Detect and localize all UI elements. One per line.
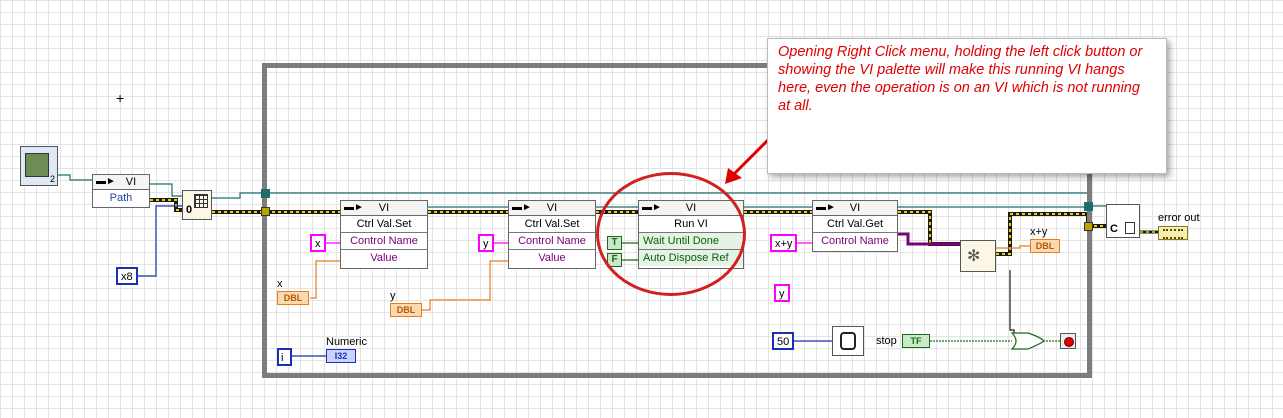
- close-ref-glyph-icon: C: [1110, 223, 1118, 235]
- invoke-arrow-icon: ▬►: [344, 202, 364, 213]
- xy-indicator-label: x+y: [1030, 226, 1048, 238]
- highlight-ellipse: [596, 172, 746, 296]
- index-const-label: 0: [186, 204, 193, 216]
- open-ref-function-icon[interactable]: 0: [182, 190, 212, 220]
- grid-icon: [194, 194, 208, 208]
- control-name-xy-constant[interactable]: x+y: [770, 234, 798, 252]
- iteration-terminal: i: [277, 348, 292, 366]
- ctrl-val-set-x-method: Ctrl Val.Set: [341, 216, 427, 233]
- invoke-arrow-icon: ▬►: [512, 202, 532, 213]
- open-vi-reference-header: ▬►VI: [93, 175, 149, 190]
- variant-to-data-icon[interactable]: ✻: [960, 240, 996, 272]
- y-dbl-terminal[interactable]: DBL: [390, 303, 422, 317]
- crosshair-cursor-icon: +: [116, 90, 125, 106]
- ctrl-val-get-node[interactable]: ▬►VI Ctrl Val.Get Control Name: [812, 200, 898, 252]
- control-name-x-constant[interactable]: x: [310, 234, 326, 252]
- vi-path-constant[interactable]: 2: [20, 146, 58, 186]
- error-out-indicator[interactable]: [1158, 226, 1188, 240]
- ctrl-val-get-method: Ctrl Val.Get: [813, 216, 897, 233]
- invoke-arrow-icon: ▬►: [816, 202, 836, 213]
- stop-button-terminal[interactable]: TF: [902, 334, 930, 348]
- ctrl-val-set-y-value: Value: [538, 252, 566, 264]
- loop-ref-tunnel-right: [1084, 202, 1093, 211]
- annotation-callout: Opening Right Click menu, holding the le…: [767, 38, 1167, 174]
- ctrl-val-set-x-header: ▬►VI: [341, 201, 427, 216]
- xy-dbl-indicator[interactable]: DBL: [1030, 239, 1060, 253]
- stopwatch-icon: [840, 332, 856, 350]
- stop-if-true-icon: [1064, 337, 1074, 347]
- open-vi-reference-node[interactable]: ▬►VI Path: [92, 174, 150, 208]
- wait-ms-constant[interactable]: 50: [772, 332, 795, 350]
- ctrl-val-set-y-node[interactable]: ▬►VI Ctrl Val.Set Control Name Value: [508, 200, 596, 269]
- y-control-label: y: [390, 290, 396, 302]
- stray-y-constant[interactable]: y: [774, 284, 790, 302]
- numeric-label: Numeric: [326, 336, 367, 348]
- document-icon: [1125, 222, 1135, 234]
- control-name-y-constant[interactable]: y: [478, 234, 494, 252]
- loop-error-tunnel-left: [261, 207, 270, 216]
- ctrl-val-set-y-control-name: Control Name: [509, 233, 595, 250]
- ctrl-val-set-x-value: Value: [370, 252, 398, 264]
- loop-condition-terminal[interactable]: [1060, 333, 1076, 349]
- error-cluster-icon: [1163, 229, 1183, 239]
- x-control-label: x: [277, 278, 283, 290]
- ctrl-val-set-y-header: ▬►VI: [509, 201, 595, 216]
- while-loop-structure: [262, 63, 1092, 378]
- option-constant[interactable]: x8: [116, 267, 138, 285]
- numeric-i32-indicator[interactable]: I32: [326, 349, 356, 363]
- ctrl-val-set-x-control-name: Control Name: [341, 233, 427, 250]
- x-dbl-terminal[interactable]: DBL: [277, 291, 309, 305]
- loop-ref-tunnel-left: [261, 189, 270, 198]
- vi-icon: [25, 153, 49, 177]
- annotation-text: Opening Right Click menu, holding the le…: [778, 44, 1143, 114]
- property-arrow-icon: ▬►: [96, 176, 116, 187]
- ctrl-val-get-header: ▬►VI: [813, 201, 897, 216]
- vi-path-count: 2: [49, 174, 55, 184]
- stop-label: stop: [876, 335, 897, 347]
- conversion-icon: ✻: [967, 248, 981, 265]
- ctrl-val-get-control-name: Control Name: [821, 235, 889, 247]
- error-out-label: error out: [1158, 212, 1200, 224]
- close-reference-function[interactable]: C: [1106, 204, 1140, 238]
- wait-ms-function[interactable]: [832, 326, 864, 356]
- ctrl-val-set-x-node[interactable]: ▬►VI Ctrl Val.Set Control Name Value: [340, 200, 428, 269]
- path-input-label: Path: [109, 192, 133, 204]
- ctrl-val-set-y-method: Ctrl Val.Set: [509, 216, 595, 233]
- loop-error-tunnel-right: [1084, 222, 1093, 231]
